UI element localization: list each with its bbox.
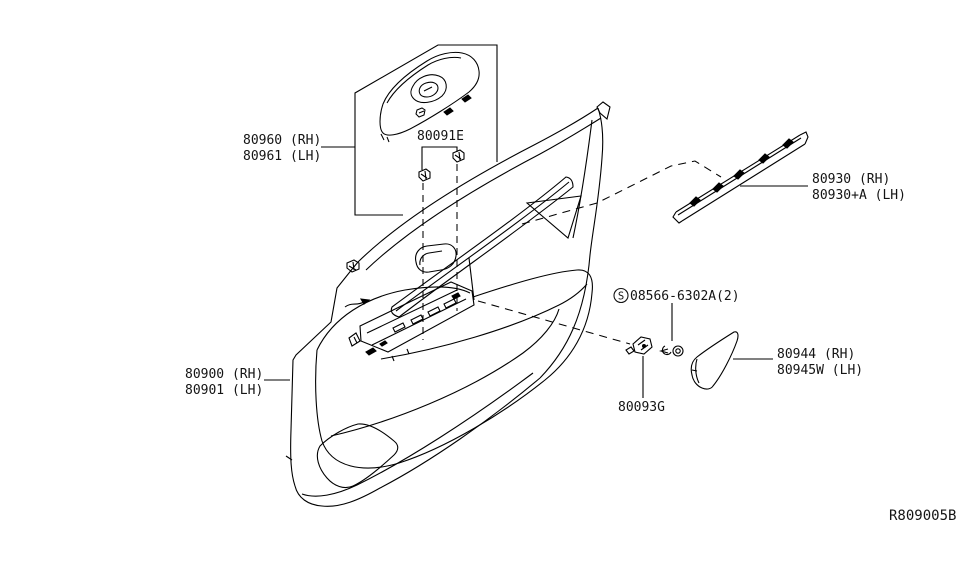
power-window-switch-finisher-drawing [379,51,480,143]
clip-80091e-left [418,168,431,182]
screw-drawing [658,345,684,357]
label-sail-cover-rh: 80944 (RH) [777,347,855,362]
assembly-dashed-lines [422,160,722,345]
label-door-trim-rh: 80900 (RH) [185,367,263,382]
dashed-line-grommet [477,300,631,345]
label-switch-finisher-rh: 80960 (RH) [243,133,321,148]
label-waist-finisher-rh: 80930 (RH) [812,172,890,187]
inset-box [354,44,498,216]
inset-box-border [354,44,498,216]
sail-cover-drawing [690,331,739,390]
grommet-drawing [625,336,653,355]
leader-lines [264,146,808,398]
label-switch-finisher-lh: 80961 (LH) [243,149,321,164]
waist-finisher-strip-drawing [672,131,809,224]
label-screw: 08566-6302A(2) [630,289,740,304]
dashed-line-waist-strip [521,160,722,225]
label-door-trim-lh: 80901 (LH) [185,383,263,398]
leader-clip-bracket [421,146,458,170]
circled-s-letter: S [618,291,624,303]
clip-80091e-right [452,149,465,163]
label-waist-finisher-lh: 80930+A (LH) [812,188,906,203]
label-grommet: 80093G [618,400,665,415]
label-sail-cover-lh: 80945W (LH) [777,363,863,378]
label-clip: 80091E [417,129,464,144]
door-trim-panel-drawing [285,101,611,507]
drawing-ref-code: R809005B [889,508,956,524]
circled-s-icon [613,287,629,304]
label-screw-group: S 08566-6302A(2) [613,287,740,304]
